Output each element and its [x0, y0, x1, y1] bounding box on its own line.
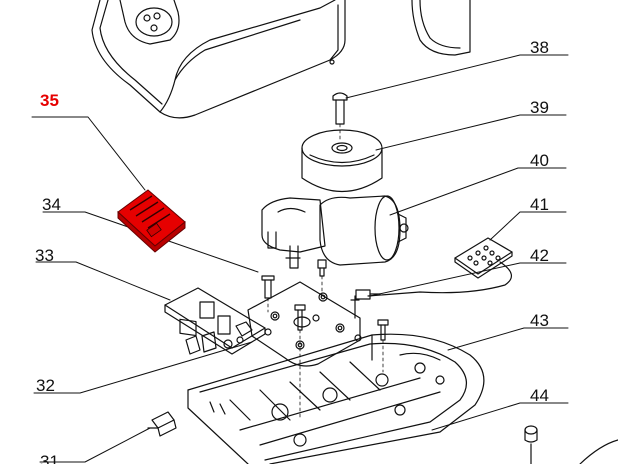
callout-33[interactable]: 33 [35, 246, 54, 265]
callout-31[interactable]: 31 [40, 452, 59, 464]
base-housing-43 [187, 333, 485, 464]
connector-42 [350, 289, 381, 319]
callout-42[interactable]: 42 [530, 246, 549, 265]
highlighted-board-35 [117, 189, 186, 253]
callout-44[interactable]: 44 [530, 386, 549, 405]
callout-38[interactable]: 38 [530, 38, 549, 57]
callout-32[interactable]: 32 [36, 376, 55, 395]
motor-40 [261, 195, 409, 269]
fitting-31 [147, 411, 177, 437]
flywheel-39 [301, 129, 383, 193]
cable-44 [524, 425, 618, 464]
callout-35[interactable]: 35 [40, 91, 59, 110]
upper-right-housing [411, 0, 471, 56]
callout-41[interactable]: 41 [530, 195, 549, 214]
assembly-guides [267, 123, 384, 421]
bolt-38 [332, 92, 348, 125]
callout-34[interactable]: 34 [42, 195, 61, 214]
leader-lines [31, 54, 569, 463]
callout-39[interactable]: 39 [530, 98, 549, 117]
mounting-plate-32 [247, 281, 362, 367]
sensor-board-41 [367, 237, 513, 297]
callout-43[interactable]: 43 [530, 311, 549, 330]
callout-40[interactable]: 40 [530, 151, 549, 170]
upper-housing [91, 0, 346, 119]
